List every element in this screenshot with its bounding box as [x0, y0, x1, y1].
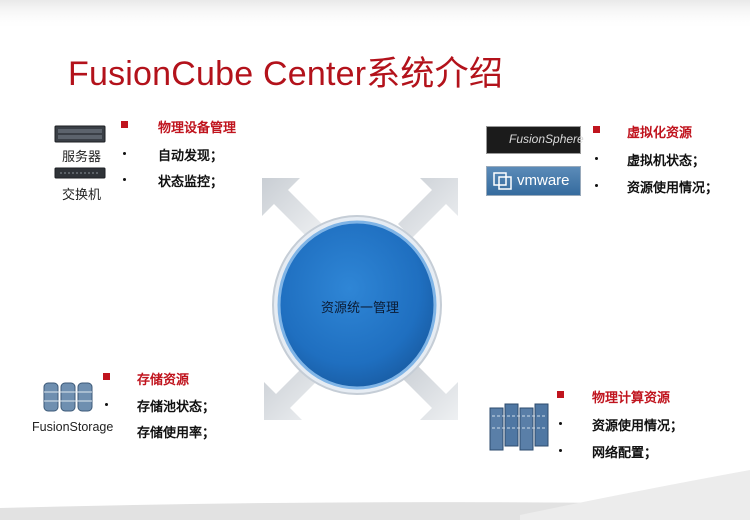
section-bullet-square	[121, 121, 128, 128]
section-bullet-square	[593, 126, 600, 133]
server-label: 服务器	[62, 150, 102, 165]
list-bullet	[559, 422, 562, 425]
virtualization-title: 虚拟化资源	[627, 126, 693, 141]
list-bullet	[105, 403, 108, 406]
storage-item: 存储池状态；	[137, 400, 216, 415]
storage-title: 存储资源	[137, 373, 190, 388]
storage-icon	[43, 382, 93, 412]
compute-item: 资源使用情况；	[592, 419, 684, 434]
list-bullet	[595, 157, 598, 160]
server-icon	[54, 125, 106, 143]
blade-server-icon	[489, 403, 549, 451]
virtualization-item: 虚拟机状态；	[627, 154, 706, 169]
physical-devices-item: 自动发现；	[158, 149, 224, 164]
virtualization-item: 资源使用情况；	[627, 181, 719, 196]
list-bullet	[123, 178, 126, 181]
physical-devices-item: 状态监控；	[158, 175, 224, 190]
list-bullet	[595, 184, 598, 187]
vmware-mark-icon	[493, 172, 512, 190]
compute-title: 物理计算资源	[592, 391, 671, 406]
arrow-up-left	[262, 178, 322, 238]
center-circle	[272, 215, 442, 395]
compute-item: 网络配置；	[592, 446, 658, 461]
switch-icon	[54, 167, 106, 179]
storage-item: 存储使用率；	[137, 426, 216, 441]
section-bullet-square	[103, 373, 110, 380]
list-bullet	[123, 152, 126, 155]
page-title: FusionCube Center系统介绍	[68, 55, 504, 93]
switch-label: 交换机	[62, 188, 102, 203]
vmware-logo: vmware	[486, 166, 581, 196]
center-label: 资源统一管理	[320, 301, 399, 316]
vmware-logo-text: vmware	[517, 172, 570, 189]
fusionstorage-logo-text: FusionStorage	[32, 420, 114, 434]
arrow-down-right	[400, 362, 458, 420]
section-bullet-square	[557, 391, 564, 398]
fusionsphere-logo: FusionSphere	[486, 126, 584, 154]
fusionsphere-logo-text: FusionSphere	[509, 132, 584, 146]
arrow-up-right	[398, 178, 458, 238]
list-bullet	[559, 449, 562, 452]
physical-devices-title: 物理设备管理	[158, 121, 237, 136]
